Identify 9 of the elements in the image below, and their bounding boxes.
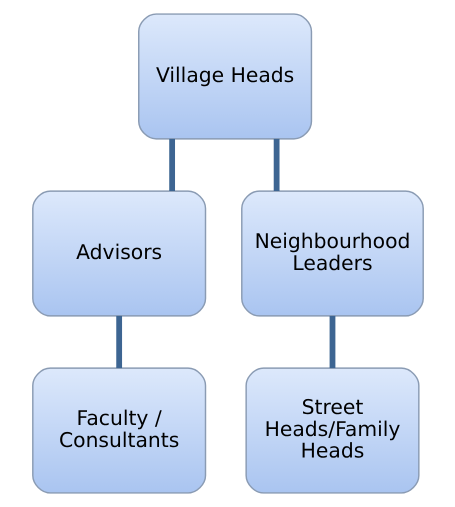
node-box: Street Heads/Family Heads [244,367,420,494]
connector [168,138,175,192]
connector [116,316,122,368]
connector [273,138,280,192]
node-box: Neighbourhood Leaders [240,190,424,317]
connector [329,316,335,368]
node-box: Advisors [32,190,206,317]
node-box: Village Heads [138,13,312,140]
node-box: Faculty / Consultants [32,367,206,494]
